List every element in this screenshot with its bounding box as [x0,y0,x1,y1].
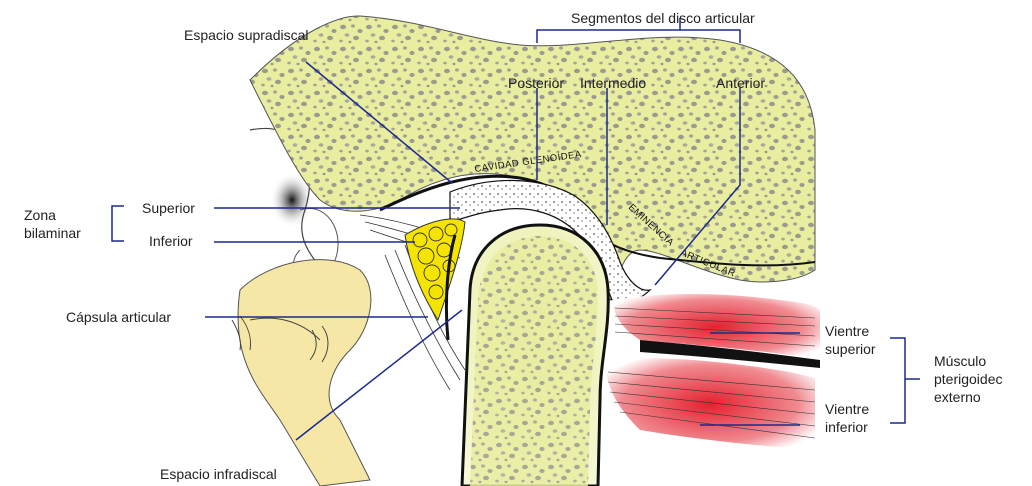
vientre-superior-label: Vientre superior [825,322,876,358]
anterior-label: Anterior [716,75,765,92]
superior-label: Superior [142,200,195,217]
espacio-infradiscal-label: Espacio infradiscal [160,466,277,483]
ear-cartilage [238,260,371,486]
espacio-supradiscal-label: Espacio supradiscal [184,27,309,44]
capsula-articular-label: Cápsula articular [66,309,171,326]
intermedio-label: Intermedio [580,75,646,92]
vientre-inferior-label: Vientre inferior [825,400,869,436]
musculo-pterigoideo-label: Músculo pterigoidec externo [934,352,1003,406]
inferior-label: Inferior [149,233,193,250]
segmentos-title: Segmentos del disco articular [571,10,755,27]
zona-bilaminar-label: Zona bilaminar [24,206,81,242]
posterior-label: Posterior [508,75,564,92]
retrodiscal-fat-pad [405,219,465,320]
inferior-belly [605,358,815,450]
